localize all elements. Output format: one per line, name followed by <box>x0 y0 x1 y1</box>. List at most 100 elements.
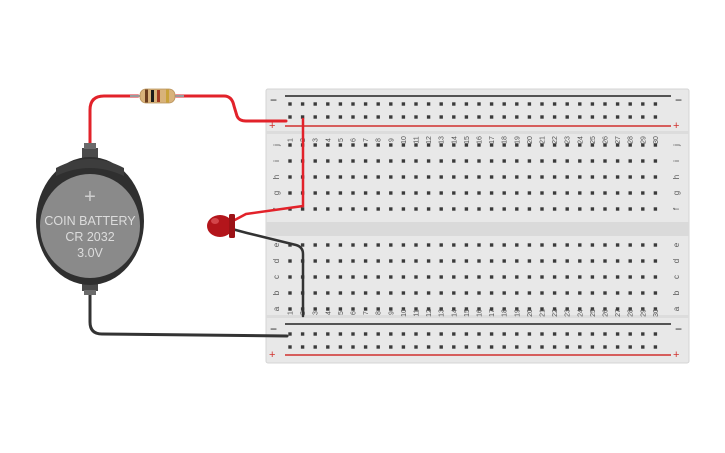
hole-h20[interactable] <box>527 175 532 179</box>
hole-f16[interactable] <box>477 207 481 211</box>
top-negative-rail-hole[interactable] <box>351 102 355 106</box>
top-negative-rail-hole[interactable] <box>502 102 506 106</box>
hole-d18[interactable] <box>502 259 506 263</box>
top-positive-rail-hole[interactable] <box>515 115 519 119</box>
bottom-negative-rail-hole[interactable] <box>351 332 355 336</box>
hole-i29[interactable] <box>641 159 645 163</box>
hole-g6[interactable] <box>351 191 355 195</box>
hole-d16[interactable] <box>477 259 481 263</box>
top-negative-rail-hole[interactable] <box>603 102 607 106</box>
hole-i20[interactable] <box>527 159 532 163</box>
hole-i22[interactable] <box>552 159 557 163</box>
hole-j30[interactable] <box>653 143 658 147</box>
hole-f27[interactable] <box>615 207 620 211</box>
hole-e4[interactable] <box>326 243 330 247</box>
top-positive-rail-hole[interactable] <box>288 115 292 119</box>
hole-j4[interactable] <box>326 143 330 147</box>
hole-e29[interactable] <box>641 243 645 247</box>
top-negative-rail-hole[interactable] <box>338 102 343 106</box>
hole-d12[interactable] <box>426 259 431 263</box>
hole-j10[interactable] <box>401 143 406 147</box>
hole-i26[interactable] <box>603 159 607 163</box>
bottom-positive-rail-hole[interactable] <box>338 345 343 349</box>
top-positive-rail-hole[interactable] <box>452 115 456 119</box>
top-positive-rail-hole[interactable] <box>351 115 355 119</box>
hole-i14[interactable] <box>452 159 456 163</box>
hole-d22[interactable] <box>552 259 557 263</box>
hole-f20[interactable] <box>527 207 532 211</box>
hole-i8[interactable] <box>376 159 380 163</box>
hole-j5[interactable] <box>338 143 343 147</box>
bottom-negative-rail-hole[interactable] <box>578 332 582 336</box>
bottom-negative-rail-hole[interactable] <box>414 332 418 336</box>
hole-i7[interactable] <box>363 159 368 163</box>
hole-h29[interactable] <box>641 175 645 179</box>
hole-g21[interactable] <box>540 191 544 195</box>
hole-e21[interactable] <box>540 243 544 247</box>
top-negative-rail-hole[interactable] <box>452 102 456 106</box>
hole-c15[interactable] <box>464 275 469 279</box>
hole-a9[interactable] <box>389 307 393 311</box>
hole-e28[interactable] <box>628 243 632 247</box>
hole-a22[interactable] <box>552 307 557 311</box>
hole-d11[interactable] <box>414 259 418 263</box>
top-negative-rail-hole[interactable] <box>376 102 380 106</box>
hole-d14[interactable] <box>452 259 456 263</box>
hole-g1[interactable] <box>288 191 292 195</box>
hole-d6[interactable] <box>351 259 355 263</box>
hole-e24[interactable] <box>578 243 582 247</box>
hole-i6[interactable] <box>351 159 355 163</box>
hole-h6[interactable] <box>351 175 355 179</box>
top-positive-rail-hole[interactable] <box>426 115 431 119</box>
top-negative-rail-hole[interactable] <box>439 102 443 106</box>
top-positive-rail-hole[interactable] <box>502 115 506 119</box>
hole-c21[interactable] <box>540 275 544 279</box>
hole-d4[interactable] <box>326 259 330 263</box>
hole-j16[interactable] <box>477 143 481 147</box>
hole-a17[interactable] <box>489 307 494 311</box>
hole-b5[interactable] <box>338 291 343 295</box>
hole-f28[interactable] <box>628 207 632 211</box>
hole-g7[interactable] <box>363 191 368 195</box>
hole-j22[interactable] <box>552 143 557 147</box>
hole-d26[interactable] <box>603 259 607 263</box>
hole-a15[interactable] <box>464 307 469 311</box>
hole-j6[interactable] <box>351 143 355 147</box>
hole-j23[interactable] <box>565 143 569 147</box>
hole-f24[interactable] <box>578 207 582 211</box>
hole-g27[interactable] <box>615 191 620 195</box>
resistor[interactable] <box>130 88 184 104</box>
hole-b1[interactable] <box>288 291 292 295</box>
hole-b25[interactable] <box>590 291 595 295</box>
hole-b9[interactable] <box>389 291 393 295</box>
hole-h24[interactable] <box>578 175 582 179</box>
hole-h28[interactable] <box>628 175 632 179</box>
hole-e22[interactable] <box>552 243 557 247</box>
hole-f21[interactable] <box>540 207 544 211</box>
hole-f22[interactable] <box>552 207 557 211</box>
bottom-negative-rail-hole[interactable] <box>489 332 494 336</box>
hole-a3[interactable] <box>313 307 317 311</box>
top-negative-rail-hole[interactable] <box>300 102 305 106</box>
hole-f25[interactable] <box>590 207 595 211</box>
bottom-negative-rail-hole[interactable] <box>540 332 544 336</box>
bottom-positive-rail-hole[interactable] <box>540 345 544 349</box>
hole-a20[interactable] <box>527 307 532 311</box>
hole-j17[interactable] <box>489 143 494 147</box>
hole-j14[interactable] <box>452 143 456 147</box>
hole-d10[interactable] <box>401 259 406 263</box>
hole-g29[interactable] <box>641 191 645 195</box>
hole-j20[interactable] <box>527 143 532 147</box>
hole-e14[interactable] <box>452 243 456 247</box>
hole-f2[interactable] <box>300 207 305 211</box>
top-negative-rail-hole[interactable] <box>288 102 292 106</box>
hole-i24[interactable] <box>578 159 582 163</box>
bottom-negative-rail-hole[interactable] <box>515 332 519 336</box>
hole-h14[interactable] <box>452 175 456 179</box>
hole-b16[interactable] <box>477 291 481 295</box>
top-positive-rail-hole[interactable] <box>376 115 380 119</box>
hole-b27[interactable] <box>615 291 620 295</box>
bottom-negative-rail-hole[interactable] <box>552 332 557 336</box>
hole-i21[interactable] <box>540 159 544 163</box>
hole-f8[interactable] <box>376 207 380 211</box>
